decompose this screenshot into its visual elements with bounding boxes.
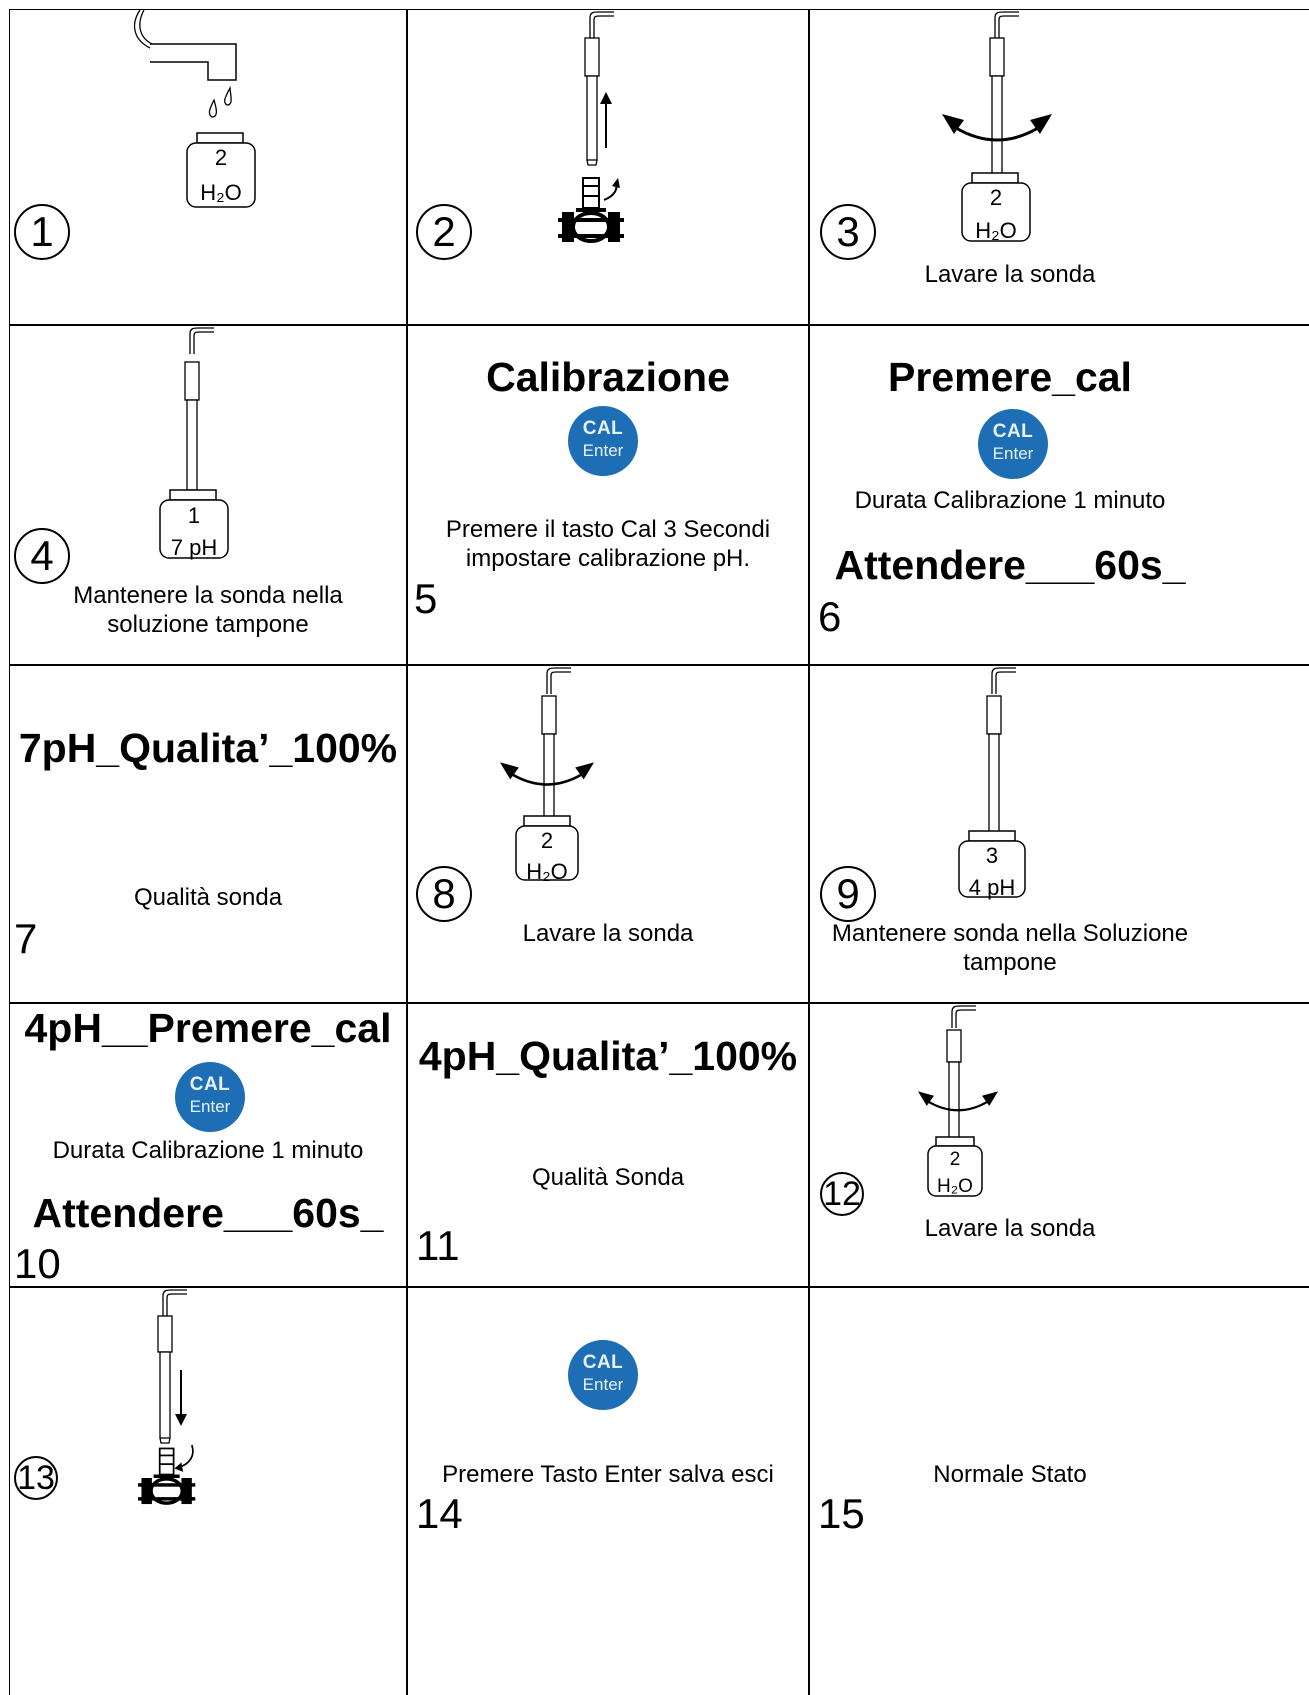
- step-number: 3: [820, 204, 876, 260]
- ph-electrode-icon: [989, 11, 1019, 181]
- step-text: Normale Stato: [933, 1461, 1087, 1488]
- pipe-clamp-icon: [138, 1444, 196, 1505]
- step-number: 1: [14, 204, 70, 260]
- step-text: Premere il tasto Cal 3 Secondi: [445, 516, 771, 543]
- step-number: 11: [416, 1222, 460, 1269]
- step-number: 15: [818, 1490, 865, 1537]
- step-number: 12: [820, 1172, 864, 1216]
- step-number: 14: [416, 1490, 463, 1537]
- bottle-number: 1: [187, 503, 201, 528]
- step-caption: Lavare la sonda: [522, 920, 694, 947]
- bottle-label: 4 pH: [968, 875, 1016, 900]
- grid-divider: [9, 324, 1309, 326]
- step-number: 5: [414, 575, 438, 622]
- step-caption: Mantenere sonda nella Soluzione: [831, 920, 1189, 947]
- bottle-number: 2: [540, 828, 554, 853]
- step-number: 6: [818, 593, 842, 640]
- step-text: Durata Calibrazione 1 minuto: [854, 487, 1166, 514]
- bottle-label: H₂O: [526, 859, 568, 884]
- grid-divider: [9, 1286, 1309, 1288]
- ph-electrode-icon: [946, 1005, 976, 1145]
- solution-bottle-icon: [186, 132, 256, 208]
- grid-divider: [808, 9, 810, 1695]
- swirl-arrows-icon: [942, 114, 1052, 142]
- step-number: 9: [820, 866, 876, 922]
- faucet-icon: [133, 9, 237, 118]
- ph-electrode-icon: [157, 1289, 187, 1444]
- step-text: impostare calibrazione pH.: [465, 545, 751, 572]
- step-number: 4: [14, 528, 70, 584]
- step-text: Premere Tasto Enter salva esci: [442, 1461, 774, 1488]
- bottle-number: 2: [949, 1149, 961, 1170]
- wait-display: Attendere___60s_: [32, 1190, 384, 1236]
- step-caption: soluzione tampone: [107, 611, 309, 638]
- bottle-number: 3: [985, 843, 999, 868]
- solution-bottle-icon: [958, 830, 1026, 898]
- bottle-label: H₂O: [200, 180, 242, 205]
- solution-bottle-icon: [515, 815, 579, 881]
- ph-electrode-icon: [184, 327, 214, 491]
- ph-electrode-icon: [584, 11, 614, 166]
- step-text: Durata Calibrazione 1 minuto: [52, 1137, 364, 1164]
- display-title: 4pH__Premere_cal: [24, 1005, 392, 1051]
- ph-electrode-icon: [541, 667, 571, 827]
- step-number: 2: [416, 204, 472, 260]
- step-number: 8: [416, 866, 472, 922]
- pipe-clamp-icon: [558, 177, 624, 243]
- step-caption: tampone: [963, 949, 1057, 976]
- grid-divider: [9, 1002, 1309, 1004]
- step-caption: Mantenere la sonda nella: [73, 582, 343, 609]
- swirl-arrows-icon: [918, 1091, 998, 1112]
- grid-divider: [9, 664, 1309, 666]
- step-caption: Lavare la sonda: [924, 1215, 1096, 1242]
- step-text: Qualità Sonda: [531, 1164, 685, 1191]
- table-grid: [9, 9, 1309, 1695]
- grid-divider: [406, 9, 408, 1695]
- arrow-up-icon: [600, 92, 612, 148]
- bottle-label: 7 pH: [170, 535, 218, 560]
- display-title: 7pH_Qualita’_100%: [18, 725, 398, 771]
- bottle-number: 2: [989, 185, 1003, 210]
- bottle-label: H₂O: [975, 218, 1017, 243]
- ph-electrode-icon: [986, 667, 1016, 835]
- bottle-label: H₂O: [937, 1176, 973, 1197]
- bottle-number: 2: [214, 145, 228, 170]
- display-title: 4pH_Qualita’_100%: [418, 1033, 798, 1079]
- step-number: 10: [14, 1240, 61, 1287]
- solution-bottle-icon: [961, 172, 1031, 242]
- step-caption: Lavare la sonda: [924, 261, 1096, 288]
- display-title: Premere_cal: [888, 354, 1132, 400]
- step-number: 7: [14, 915, 38, 962]
- solution-bottle-icon: [927, 1136, 983, 1197]
- swirl-arrows-icon: [500, 762, 594, 786]
- arrow-down-icon: [175, 1370, 187, 1426]
- wait-display: Attendere___60s_: [834, 542, 1186, 588]
- display-title: Calibrazione: [486, 354, 730, 400]
- step-text: Qualità sonda: [133, 884, 283, 911]
- solution-bottle-icon: [159, 489, 229, 559]
- step-number: 13: [14, 1456, 58, 1500]
